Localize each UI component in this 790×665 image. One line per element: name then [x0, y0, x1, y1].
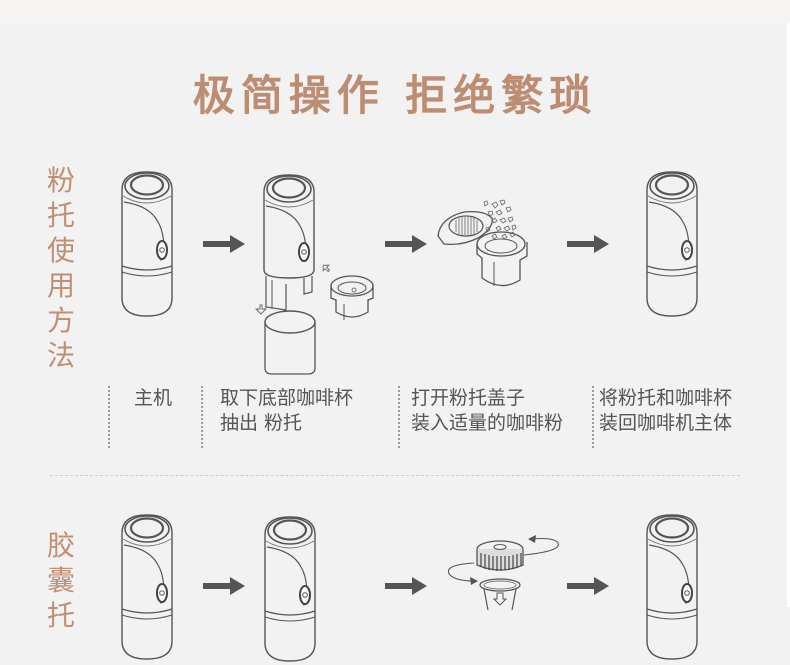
- arrow-right-icon: [567, 577, 609, 595]
- step-caption: 主机: [108, 386, 214, 448]
- disassembled-machine-icon: [254, 174, 374, 375]
- caption-line: 将粉托和咖啡杯: [599, 387, 733, 409]
- label-char: 方: [46, 304, 75, 337]
- caption-line: 装入适量的咖啡粉: [411, 412, 564, 434]
- arrow-right-icon: [203, 235, 245, 253]
- step-captions: 主机 取下底部咖啡杯 抽出 粉托 打开粉托盖子 装入适量的咖啡粉 将粉托和咖啡杯…: [0, 386, 790, 448]
- label-char: 托: [46, 599, 75, 632]
- step-caption: 取下底部咖啡杯 抽出 粉托: [201, 386, 400, 448]
- arrow-right-icon: [567, 235, 609, 253]
- machine-icon: [263, 515, 317, 663]
- caption-line: 打开粉托盖子: [411, 387, 526, 409]
- section-label-capsule-holder: 胶 囊 托: [44, 528, 78, 633]
- label-char: 粉: [46, 164, 75, 197]
- machine-icon: [645, 513, 699, 661]
- caption-line: 主机: [134, 387, 173, 409]
- step-caption: 打开粉托盖子 装入适量的咖啡粉: [398, 386, 591, 448]
- machine-icon: [645, 170, 699, 318]
- label-char: 胶: [46, 529, 75, 562]
- arrow-right-icon: [385, 577, 427, 595]
- machine-icon: [120, 513, 174, 661]
- capsule-adapter-icon: [447, 535, 559, 610]
- right-edge: [787, 23, 790, 607]
- page-title: 极简操作 拒绝繁琐: [192, 71, 598, 120]
- arrow-right-icon: [203, 577, 245, 595]
- label-char: 用: [46, 269, 75, 302]
- label-char: 使: [46, 234, 75, 267]
- machine-icon: [120, 170, 174, 318]
- top-strip: [0, 0, 790, 23]
- open-powder-holder-icon: [437, 199, 528, 287]
- step-caption: 将粉托和咖啡杯 装回咖啡机主体: [592, 386, 779, 448]
- section-divider: [50, 475, 740, 476]
- label-char: 托: [46, 199, 75, 232]
- section-label-powder-holder: 粉 托 使 用 方 法: [44, 163, 78, 373]
- caption-line: 装回咖啡机主体: [599, 412, 733, 434]
- label-char: 法: [46, 339, 75, 372]
- label-char: 囊: [46, 564, 75, 597]
- caption-line: 取下底部咖啡杯: [220, 387, 354, 409]
- caption-line: 抽出 粉托: [220, 412, 303, 434]
- arrow-right-icon: [385, 235, 427, 253]
